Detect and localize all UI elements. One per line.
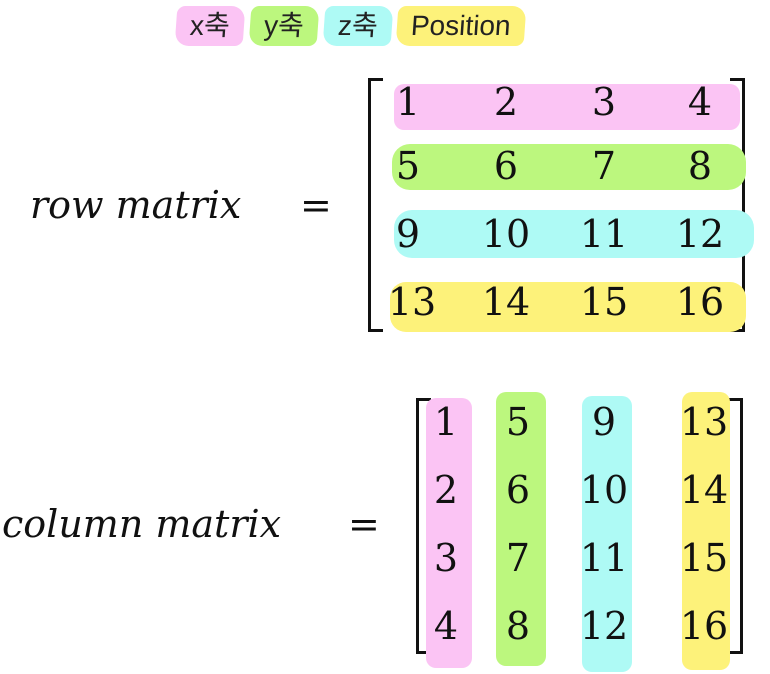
column-matrix-cell: 2 (433, 468, 459, 512)
row-matrix-cell: 3 (591, 80, 617, 124)
column-matrix-cell: 12 (579, 604, 629, 648)
row-highlight-position (390, 282, 746, 332)
column-highlight-position (682, 392, 730, 670)
row-matrix-equals: = (300, 183, 332, 227)
column-matrix-cell: 3 (433, 536, 459, 580)
row-matrix-left-bracket (368, 78, 383, 332)
row-matrix-cell: 14 (481, 280, 531, 324)
row-matrix-cell: 9 (395, 212, 421, 256)
row-highlight-y (392, 144, 746, 190)
column-matrix-equals: = (348, 502, 380, 546)
column-matrix-cell: 6 (505, 468, 531, 512)
column-matrix-cell: 7 (505, 536, 531, 580)
row-matrix: 1 2 3 4 5 6 7 8 9 10 11 12 13 14 15 16 (368, 78, 754, 332)
row-matrix-cell: 13 (387, 280, 437, 324)
column-highlight-y (496, 392, 546, 666)
row-matrix-cell: 8 (687, 144, 713, 188)
column-highlight-x (426, 398, 472, 668)
row-matrix-label: row matrix (30, 183, 242, 227)
column-matrix-cell: 11 (579, 536, 629, 580)
column-matrix-cell: 8 (505, 604, 531, 648)
row-matrix-cell: 12 (675, 212, 725, 256)
legend-position: Position (395, 6, 527, 46)
column-matrix-cell: 13 (679, 400, 729, 444)
row-matrix-cell: 2 (493, 80, 519, 124)
row-matrix-cell: 5 (395, 144, 421, 188)
row-highlight-x (394, 84, 740, 130)
row-matrix-right-bracket (730, 78, 745, 332)
row-highlight-z (394, 210, 754, 258)
column-matrix-left-bracket (416, 398, 431, 654)
column-matrix-cell: 10 (579, 468, 629, 512)
column-matrix-cell: 1 (433, 400, 459, 444)
row-matrix-cell: 1 (395, 80, 421, 124)
legend: x축 y축 z축 Position (174, 6, 527, 50)
row-matrix-cell: 11 (579, 212, 629, 256)
legend-z-axis: z축 (322, 6, 393, 46)
column-matrix-cell: 5 (505, 400, 531, 444)
column-highlight-z (582, 396, 632, 672)
column-matrix-cell: 15 (679, 536, 729, 580)
row-matrix-cell: 4 (687, 80, 713, 124)
column-matrix-cell: 14 (679, 468, 729, 512)
row-matrix-cell: 16 (675, 280, 725, 324)
column-matrix-cell: 9 (591, 400, 617, 444)
row-matrix-cell: 10 (481, 212, 531, 256)
row-matrix-cell: 6 (493, 144, 519, 188)
legend-x-axis: x축 (174, 6, 246, 46)
column-matrix: 1 5 9 13 2 6 10 14 3 7 11 15 4 8 12 16 (416, 392, 746, 672)
column-matrix-right-bracket (728, 398, 743, 654)
row-matrix-cell: 7 (591, 144, 617, 188)
row-matrix-cell: 15 (579, 280, 629, 324)
column-matrix-cell: 4 (433, 604, 459, 648)
legend-y-axis: y축 (248, 6, 319, 46)
column-matrix-label: column matrix (2, 502, 282, 546)
column-matrix-cell: 16 (679, 604, 729, 648)
